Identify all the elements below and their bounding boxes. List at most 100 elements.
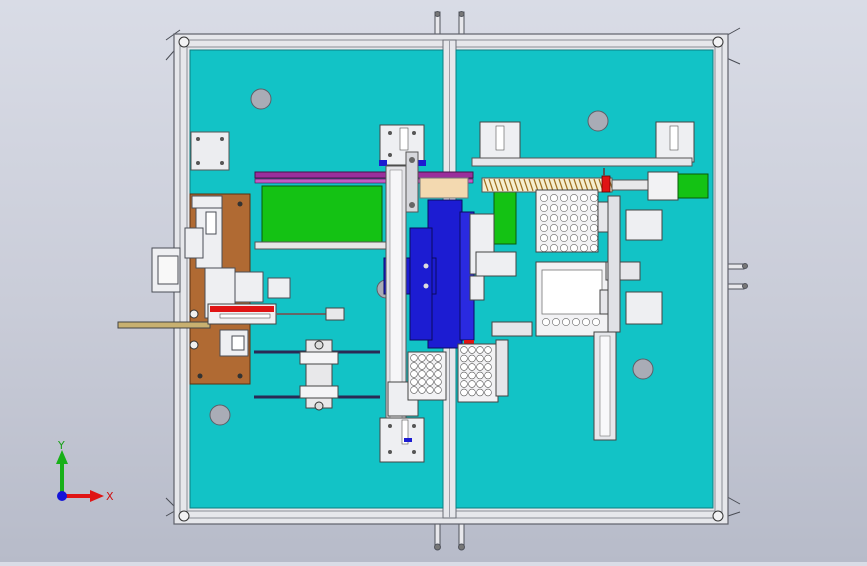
tube-cell bbox=[542, 318, 550, 326]
tube-cell bbox=[540, 214, 548, 222]
shaft-pulley-assembly bbox=[254, 339, 380, 411]
tube-rack-upper-cells bbox=[540, 194, 598, 252]
center-gripper bbox=[469, 213, 517, 301]
tube-cell bbox=[590, 244, 598, 252]
tube-cell bbox=[434, 362, 442, 370]
y-axis-label: Y bbox=[57, 439, 65, 452]
tube-cell bbox=[476, 346, 484, 354]
tube-cell bbox=[582, 318, 590, 326]
tube-cell bbox=[410, 378, 418, 386]
screw-thread bbox=[538, 178, 544, 192]
tube-rack-lower-cells bbox=[542, 318, 600, 326]
tube-cell bbox=[460, 354, 468, 363]
tube-cell bbox=[590, 214, 598, 222]
tube-cell bbox=[484, 346, 492, 354]
coordinate-triad: Y X bbox=[56, 439, 114, 503]
screw-thread bbox=[483, 178, 489, 192]
red-cylinder bbox=[207, 303, 345, 325]
tube-cell bbox=[540, 244, 548, 252]
screw-thread bbox=[563, 178, 569, 192]
tube-cell bbox=[590, 204, 598, 212]
screw-thread bbox=[513, 178, 519, 192]
x-axis-label: X bbox=[106, 490, 114, 503]
vertical-linear-axis bbox=[379, 124, 426, 463]
tube-cell bbox=[570, 244, 578, 252]
screw-thread bbox=[593, 178, 599, 192]
tube-cell bbox=[550, 244, 558, 252]
tube-cell bbox=[426, 386, 434, 394]
tube-cell bbox=[580, 204, 588, 212]
tube-cell bbox=[580, 234, 588, 242]
tube-cell bbox=[550, 214, 558, 222]
conveyor-belt bbox=[254, 171, 517, 250]
tube-cell bbox=[560, 204, 568, 212]
tube-cell bbox=[484, 363, 492, 371]
left-side-mechanism bbox=[151, 195, 291, 357]
tube-cell bbox=[410, 362, 418, 370]
tube-cell bbox=[560, 194, 568, 202]
tube-cell bbox=[590, 224, 598, 232]
screw-thread bbox=[523, 178, 529, 192]
tube-cell bbox=[570, 194, 578, 202]
tube-cell bbox=[434, 354, 442, 362]
tube-cell bbox=[540, 234, 548, 242]
tube-cell bbox=[540, 204, 548, 212]
screw-thread bbox=[583, 178, 589, 192]
tube-cell bbox=[590, 194, 598, 202]
x-axis-arrowhead bbox=[90, 490, 104, 502]
tube-cell bbox=[476, 371, 484, 380]
tube-cell bbox=[560, 244, 568, 252]
left-extension-bar bbox=[117, 321, 211, 329]
right-vertical-rail bbox=[593, 331, 617, 441]
screw-thread bbox=[568, 178, 574, 192]
tube-cell bbox=[468, 380, 476, 388]
tube-cell bbox=[460, 363, 468, 371]
tube-cell bbox=[460, 388, 468, 397]
tube-cell bbox=[484, 371, 492, 380]
lead-screw-motor bbox=[481, 168, 709, 201]
tube-cell bbox=[410, 370, 418, 378]
tube-cell bbox=[570, 234, 578, 242]
screw-thread bbox=[548, 178, 554, 192]
corner-nuts bbox=[178, 36, 724, 522]
tube-cell bbox=[592, 318, 600, 326]
screw-thread bbox=[508, 178, 514, 192]
tube-cell bbox=[426, 354, 434, 362]
tube-cell bbox=[476, 363, 484, 371]
screw-thread bbox=[533, 178, 539, 192]
screw-thread bbox=[493, 178, 499, 192]
screw-thread bbox=[503, 178, 509, 192]
tube-cell bbox=[580, 194, 588, 202]
tube-cell bbox=[434, 386, 442, 394]
screw-thread bbox=[498, 178, 504, 192]
tube-cell bbox=[418, 386, 426, 394]
tube-cell bbox=[434, 370, 442, 378]
tube-cell bbox=[418, 354, 426, 362]
tube-cell bbox=[590, 234, 598, 242]
left-mount-block bbox=[190, 131, 230, 171]
tube-cell bbox=[484, 354, 492, 363]
tube-cell bbox=[570, 224, 578, 232]
frame-pins bbox=[434, 11, 748, 551]
z-axis-origin bbox=[57, 491, 67, 501]
tube-cell bbox=[560, 224, 568, 232]
tube-cell bbox=[426, 362, 434, 370]
tube-cell bbox=[476, 388, 484, 397]
tube-cell bbox=[484, 388, 492, 397]
tube-cell bbox=[562, 318, 570, 326]
tube-cell bbox=[570, 204, 578, 212]
right-top-rail bbox=[471, 121, 695, 167]
tube-cell bbox=[552, 318, 560, 326]
tube-cell bbox=[468, 388, 476, 397]
tube-cell bbox=[484, 380, 492, 388]
tube-cell bbox=[410, 386, 418, 394]
screw-thread bbox=[573, 178, 579, 192]
screw-thread bbox=[578, 178, 584, 192]
tube-cell bbox=[460, 371, 468, 380]
tube-cell bbox=[468, 354, 476, 363]
tube-cell bbox=[460, 346, 468, 354]
tube-cell bbox=[560, 214, 568, 222]
screw-thread bbox=[588, 178, 594, 192]
